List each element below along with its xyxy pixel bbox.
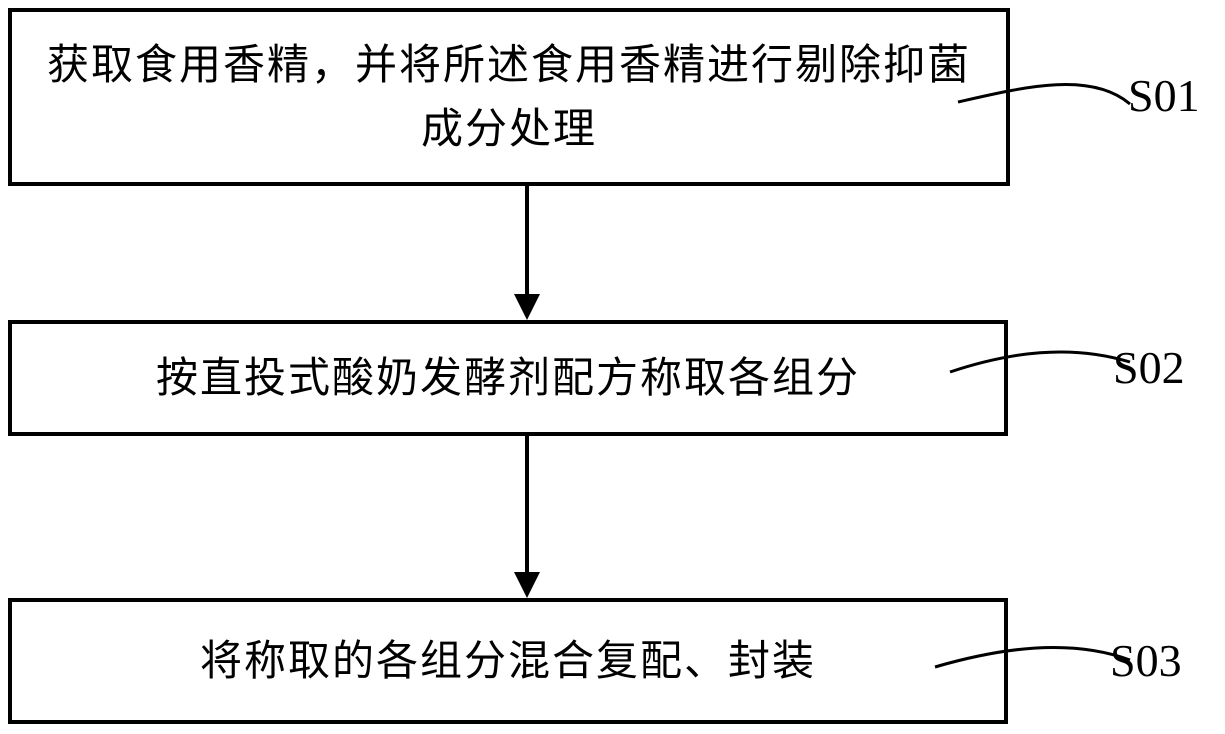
step-label-s03: S03 — [1110, 638, 1182, 684]
arrow-head-s02-s03 — [514, 572, 540, 598]
leader-line-s03 — [935, 647, 1130, 667]
arrow-head-s01-s02 — [514, 294, 540, 320]
step-label-s02: S02 — [1113, 345, 1185, 391]
leader-line-s02 — [950, 352, 1130, 372]
step-label-s01: S01 — [1128, 73, 1200, 119]
leader-line-s01 — [958, 85, 1130, 104]
